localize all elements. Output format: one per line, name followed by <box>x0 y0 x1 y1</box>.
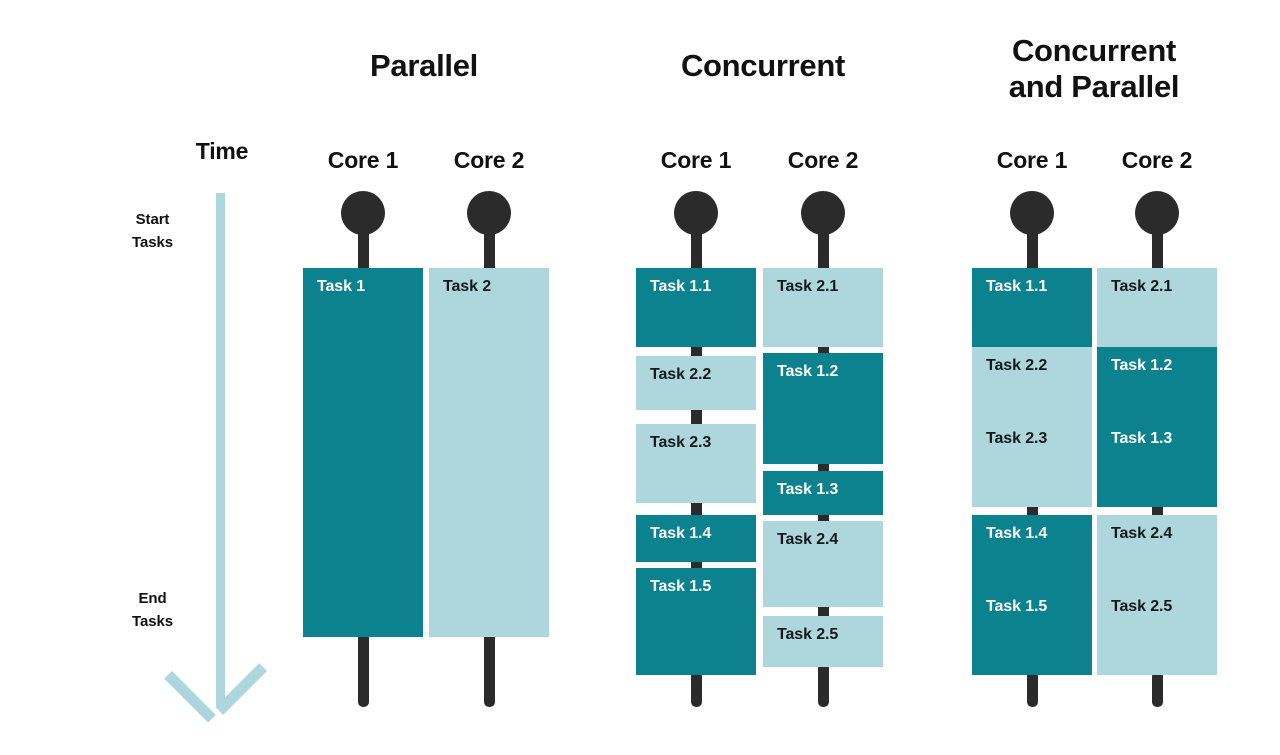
task-block-label: Task 1.1 <box>986 278 1048 295</box>
task-block-label: Task 1.5 <box>986 598 1048 615</box>
task-block-label: Task 1.3 <box>1111 430 1173 447</box>
core-stem-top-concurrent-1 <box>690 213 702 274</box>
task-block-label: Task 1.4 <box>986 525 1048 542</box>
task-block-concurrent-core1-5[interactable]: Task 1.5 <box>636 568 756 675</box>
core-dot-concurrent-1 <box>674 191 718 235</box>
core-stem-top-concurrent-and-parallel-1 <box>1026 213 1038 274</box>
core-label-parallel-2: Core 2 <box>453 147 525 173</box>
core-stem-bottom-concurrent-and-parallel-1 <box>1026 671 1038 707</box>
core-stem-top-parallel-1 <box>357 213 369 274</box>
task-block-concurrent-core2-4[interactable]: Task 2.4 <box>763 521 883 607</box>
task-block-concurrent-core2-1[interactable]: Task 2.1 <box>763 268 883 347</box>
time-arrow-chevron-right <box>215 663 267 715</box>
core-stem-gap-concurrent-1-2 <box>690 409 702 425</box>
task-block-label: Task 2.3 <box>986 430 1048 447</box>
task-block-concurrent-and-parallel-core2-1[interactable]: Task 2.1 <box>1097 268 1217 347</box>
task-block-concurrent-and-parallel-core2-4[interactable]: Task 2.4 <box>1097 515 1217 588</box>
core-dot-concurrent-and-parallel-1 <box>1010 191 1054 235</box>
group-title-line-1: Parallel <box>370 48 478 83</box>
core-stem-gap-concurrent-2-1 <box>817 346 829 354</box>
task-block-concurrent-and-parallel-core1-5[interactable]: Task 1.5 <box>972 588 1092 675</box>
task-block-concurrent-core1-3[interactable]: Task 2.3 <box>636 424 756 503</box>
core-stem-gap-concurrent-1-4 <box>690 561 702 569</box>
start-tasks-line-1: Start <box>135 211 170 228</box>
task-block-label: Task 1.3 <box>777 481 839 498</box>
group-title-line-1: Concurrent <box>1011 33 1177 68</box>
task-block-label: Task 1.1 <box>650 278 712 295</box>
task-block-label: Task 1 <box>317 278 366 295</box>
core-dot-parallel-1 <box>341 191 385 235</box>
time-arrow-head <box>164 655 267 723</box>
core-stem-bottom-parallel-1 <box>357 633 369 707</box>
task-block-concurrent-core1-1[interactable]: Task 1.1 <box>636 268 756 347</box>
time-arrow-chevron-left <box>164 671 216 723</box>
task-block-concurrent-and-parallel-core1-1[interactable]: Task 1.1 <box>972 268 1092 347</box>
core-stem-top-parallel-2 <box>483 213 495 274</box>
start-tasks-line-2: Tasks <box>132 234 173 252</box>
core-stem-top-concurrent-2 <box>817 213 829 274</box>
core-stem-bottom-parallel-2 <box>483 633 495 707</box>
task-block-label: Task 1.5 <box>650 578 712 595</box>
task-block-concurrent-and-parallel-core2-5[interactable]: Task 2.5 <box>1097 588 1217 675</box>
core-dot-parallel-2 <box>467 191 511 235</box>
core-stem-gap-concurrent-2-3 <box>817 514 829 522</box>
core-label-concurrent-and-parallel-2: Core 2 <box>1121 147 1193 173</box>
task-block-label: Task 2.5 <box>777 626 839 643</box>
task-block-concurrent-core2-5[interactable]: Task 2.5 <box>763 616 883 667</box>
core-stem-gap-concurrent-and-parallel-2-3 <box>1151 506 1163 516</box>
task-block-label: Task 2.2 <box>986 357 1048 374</box>
task-block-concurrent-and-parallel-core1-4[interactable]: Task 1.4 <box>972 515 1092 588</box>
task-block-label: Task 2.4 <box>1111 525 1173 542</box>
task-block-concurrent-and-parallel-core1-2[interactable]: Task 2.2 <box>972 347 1092 420</box>
task-block-label: Task 1.2 <box>1111 357 1173 374</box>
task-block-concurrent-core2-3[interactable]: Task 1.3 <box>763 471 883 515</box>
core-stem-gap-concurrent-1-1 <box>690 346 702 357</box>
core-dot-concurrent-and-parallel-2 <box>1135 191 1179 235</box>
time-arrow-shaft <box>216 193 225 707</box>
core-stem-top-concurrent-and-parallel-2 <box>1151 213 1163 274</box>
core-label-parallel-1: Core 1 <box>327 147 399 173</box>
core-stem-gap-concurrent-2-4 <box>817 606 829 617</box>
time-axis-title: Time <box>195 138 249 164</box>
group-title-line-2: and Parallel <box>1008 68 1180 104</box>
group-title-parallel: Parallel <box>254 48 594 84</box>
core-stem-gap-concurrent-and-parallel-1-3 <box>1026 506 1038 516</box>
task-block-label: Task 2.4 <box>777 531 839 548</box>
task-block-concurrent-core1-4[interactable]: Task 1.4 <box>636 515 756 562</box>
task-block-concurrent-core1-2[interactable]: Task 2.2 <box>636 356 756 410</box>
core-stem-gap-concurrent-1-3 <box>690 502 702 516</box>
core-stem-gap-concurrent-2-2 <box>817 463 829 472</box>
task-block-concurrent-and-parallel-core2-2[interactable]: Task 1.2 <box>1097 347 1217 420</box>
group-title-concurrent: Concurrent <box>593 48 933 84</box>
core-dot-concurrent-2 <box>801 191 845 235</box>
core-stem-bottom-concurrent-and-parallel-2 <box>1151 671 1163 707</box>
core-stem-bottom-concurrent-2 <box>817 663 829 707</box>
task-block-label: Task 1.2 <box>777 363 839 380</box>
core-label-concurrent-1: Core 1 <box>660 147 732 173</box>
task-block-concurrent-and-parallel-core2-3[interactable]: Task 1.3 <box>1097 420 1217 507</box>
core-label-concurrent-and-parallel-1: Core 1 <box>996 147 1068 173</box>
task-block-label: Task 2.1 <box>777 278 839 295</box>
task-block-label: Task 2.5 <box>1111 598 1173 615</box>
core-label-concurrent-2: Core 2 <box>787 147 859 173</box>
end-tasks-line-1: End <box>138 590 167 607</box>
task-block-parallel-core2-1[interactable]: Task 2 <box>429 268 549 637</box>
task-block-label: Task 2.2 <box>650 366 712 383</box>
task-block-concurrent-and-parallel-core1-3[interactable]: Task 2.3 <box>972 420 1092 507</box>
task-block-label: Task 2 <box>443 278 492 295</box>
task-block-parallel-core1-1[interactable]: Task 1 <box>303 268 423 637</box>
task-block-concurrent-core2-2[interactable]: Task 1.2 <box>763 353 883 464</box>
end-tasks-line-2: Tasks <box>132 613 173 631</box>
group-title-line-1: Concurrent <box>680 48 846 83</box>
task-block-label: Task 2.1 <box>1111 278 1173 295</box>
task-block-label: Task 1.4 <box>650 525 712 542</box>
core-stem-bottom-concurrent-1 <box>690 671 702 707</box>
task-block-label: Task 2.3 <box>650 434 712 451</box>
